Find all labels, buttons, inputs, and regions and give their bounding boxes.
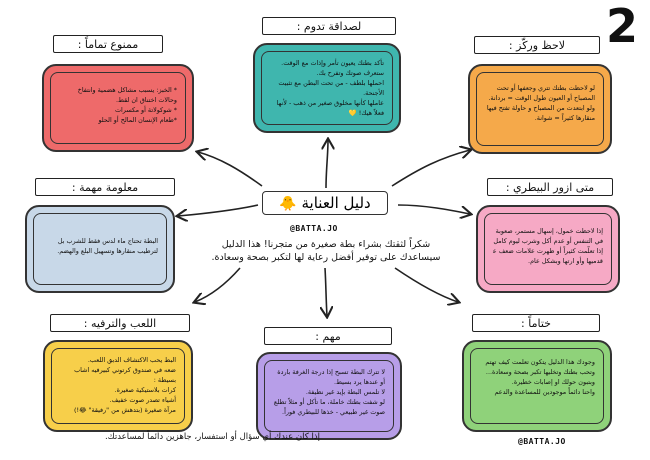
friendship-label: لصداقة تدوم : — [262, 17, 396, 35]
vet-label: متى ازور البيطري : — [487, 178, 613, 196]
arrow-to-closing — [394, 267, 458, 302]
card-line: فعلاً هيك! 💛 — [348, 109, 384, 117]
card-line: صوت غير طبيعي - خذها للبيطري فوراً. — [282, 408, 385, 416]
card-line: ستعرف صوتك وتفرح بك. — [316, 69, 384, 77]
arrow-to-play — [195, 267, 241, 302]
card-line: كرات بلاستيكية صغيرة. — [114, 386, 176, 394]
card-line: *طعام الإنسان المالح أو الحلو — [98, 116, 178, 124]
arrow-to-vet — [397, 204, 470, 214]
closing-label: ختاماً : — [472, 314, 600, 332]
arrow-to-info — [178, 204, 259, 216]
card-line: في التنفس أو عدم أكل وشرب ليوم كامل — [493, 237, 603, 245]
important-card: لا تترك البطة تسبح إذا درجة الغرفة باردة… — [256, 352, 402, 440]
forbidden-card: * الخبز: يسبب مشاكل هضمية وانتفاخ وحالات… — [42, 64, 194, 152]
center-handle: @BATTA.JO — [290, 224, 338, 233]
guide-description: شكراً لثقتك بشراء بطة صغيرة من متجرنا! ه… — [205, 238, 447, 264]
card-line: وحالات اختناق ان لقط. — [116, 96, 177, 104]
card-line: البط يحب الاكتشاف الدبق اللعب. — [87, 356, 176, 364]
forbidden-label: ممنوع تماماً : — [53, 35, 163, 53]
forbidden-text: * الخبز: يسبب مشاكل هضمية وانتفاخ وحالات… — [50, 72, 186, 144]
observe-text: لو لاحظت بطتك تتري وجعفها أو تحت المصباح… — [476, 72, 604, 146]
card-line: لو لاحظت بطتك تتري وجعفها أو تحت — [496, 84, 595, 92]
card-line: ولو ابتعدت من المصباح و حاولة تفتح فيها … — [485, 104, 595, 112]
card-line: لو شفت بطتك خاملة، ما تأكل أو مثلاً تطلع — [273, 398, 385, 406]
card-line: المصباح أو العيون طول الوقت = بردانة. — [488, 94, 595, 102]
info-card: البطة تحتاج ماء لدس فقط للشرب بل لترطيب … — [25, 205, 175, 293]
footer-note: إذا كان عندك أي سؤال أو استفسار، جاهزين … — [104, 432, 320, 442]
arrow-to-observe — [391, 150, 470, 187]
card-line: تأكد بطتك يعيون تأمر وإذات مع الوقت. — [281, 59, 384, 67]
play-label: اللعب والترفيه : — [50, 314, 190, 332]
card-line: * شوكولاتة أو مكسرات — [115, 106, 177, 114]
card-line: قدميها وأو ارتها وبشكل عام. — [528, 257, 603, 265]
card-line: وجودك هذا الدليل يتكون تعلمت كيف تهتم — [485, 358, 595, 366]
closing-text: وجودك هذا الدليل يتكون تعلمت كيف تهتم وت… — [470, 348, 604, 424]
play-card: البط يحب الاكتشاف الدبق اللعب. ضعه في صن… — [43, 340, 193, 432]
guide-title-text: دليل العناية — [301, 194, 371, 212]
description-line: سيساعدك على توفير أفضل رعاية لها لتكبر ب… — [211, 252, 441, 263]
card-line: أشياء تصدر صوت خفيف. — [109, 396, 176, 404]
observe-card: لو لاحظت بطتك تتري وجعفها أو تحت المصباح… — [468, 64, 612, 154]
card-line: لا تلمس البطة بإيد غير نظيفة. — [305, 388, 385, 396]
arrow-to-friendship — [326, 140, 328, 189]
observe-label: لاحظ وركّز : — [474, 36, 600, 54]
vet-text: إذا لاحظت خمول، إسهال مستمر، صعوبة في ال… — [484, 213, 612, 285]
friendship-text: تأكد بطتك يعيون تأمر وإذات مع الوقت. ستع… — [261, 51, 393, 125]
card-line: عاملها كأنها مخلوق صغير من ذهب - لأنها — [276, 99, 384, 107]
card-line: وبتبون حولك او إصابات خطيرة. — [511, 378, 595, 386]
card-line: واحنا دائماً موجودين للمساعدة والدعم — [494, 388, 595, 396]
card-line: أو عندها يرد بسيط. — [333, 378, 385, 386]
card-line: احملها بلطف - من تحت البطن مع تثبيت — [278, 79, 384, 87]
card-line: وتحب بطتك وتخليها تكبر بصحة وسعادة... — [485, 368, 595, 376]
important-label: مهم : — [264, 327, 392, 345]
card-line: لا تترك البطة تسبح إذا درجة الغرفة باردة — [277, 368, 385, 376]
play-text: البط يحب الاكتشاف الدبق اللعب. ضعه في صن… — [51, 348, 185, 424]
bottom-handle: @BATTA.JO — [518, 437, 566, 446]
friendship-card: تأكد بطتك يعيون تأمر وإذات مع الوقت. ستع… — [253, 43, 401, 133]
card-line: مرآة صغيرة (بتدهش من "رفيقة" 😂!) — [73, 406, 176, 414]
chick-icon: 🐥 — [279, 196, 297, 212]
card-line: لترطيب منقارها وتسهيل البلع والهضم. — [57, 247, 158, 255]
card-line: بسيطة : — [153, 376, 176, 384]
description-line: شكراً لثقتك بشراء بطة صغيرة من متجرنا! ه… — [221, 239, 431, 250]
card-line: إذا لاحظت خمول، إسهال مستمر، صعوبة — [495, 227, 603, 235]
vet-card: إذا لاحظت خمول، إسهال مستمر، صعوبة في ال… — [476, 205, 620, 293]
card-line: الأجنحة. — [363, 89, 384, 97]
page-number: 2 — [605, 0, 638, 53]
card-line: ضعه في صندوق كرتوني كبيرفيه اشاب — [74, 366, 176, 374]
card-line: منقارها كثيراً = شوانة. — [534, 114, 595, 122]
card-line: البطة تحتاج ماء لدس فقط للشرب بل — [57, 237, 158, 245]
info-text: البطة تحتاج ماء لدس فقط للشرب بل لترطيب … — [33, 213, 167, 285]
info-label: معلومة مهمة : — [35, 178, 175, 196]
guide-title: دليل العناية 🐥 — [262, 191, 388, 215]
arrow-to-important — [325, 267, 327, 316]
important-text: لا تترك البطة تسبح إذا درجة الغرفة باردة… — [264, 360, 394, 432]
arrow-to-forbidden — [198, 152, 263, 187]
card-line: إذا تعلّمت كثيراً أو ظهرت علامات ضعف على — [493, 247, 603, 255]
card-line: * الخبز: يسبب مشاكل هضمية وانتفاخ — [77, 86, 177, 94]
closing-card: وجودك هذا الدليل يتكون تعلمت كيف تهتم وت… — [462, 340, 612, 432]
